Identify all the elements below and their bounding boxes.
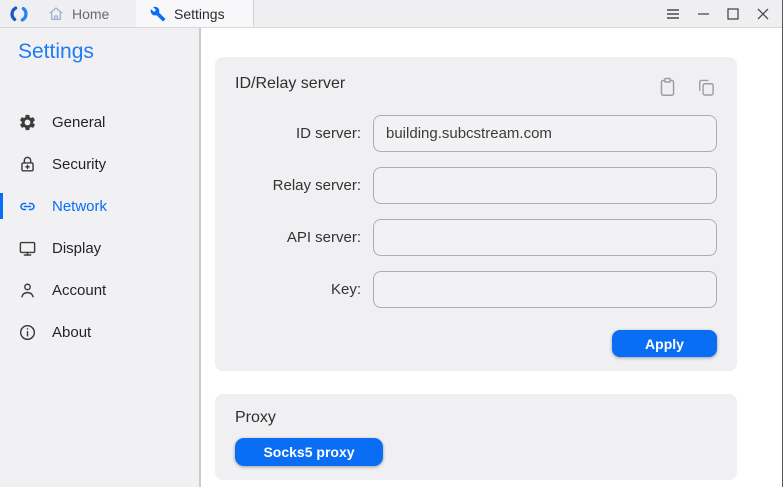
- titlebar: Home Settings: [0, 0, 782, 28]
- id-server-label: ID server:: [295, 125, 361, 142]
- sidebar-item-label: About: [52, 323, 92, 341]
- tab-home[interactable]: Home: [36, 0, 122, 27]
- paste-icon[interactable]: [656, 75, 678, 99]
- monitor-icon: [18, 239, 37, 258]
- main-content: ID/Relay server: [201, 28, 782, 487]
- sidebar-item-label: General: [52, 113, 106, 131]
- sidebar-item-network[interactable]: Network: [0, 185, 199, 227]
- sidebar-item-label: Account: [52, 281, 107, 299]
- proxy-card: Proxy Socks5 proxy: [215, 394, 737, 480]
- sidebar-item-general[interactable]: General: [0, 101, 199, 143]
- maximize-icon[interactable]: [718, 0, 748, 27]
- person-icon: [18, 281, 37, 300]
- wrench-icon: [150, 6, 166, 21]
- sidebar-nav: General Security: [0, 101, 199, 353]
- server-form: ID server: Relay server: API server: Key…: [235, 115, 717, 357]
- sidebar-item-label: Security: [52, 155, 107, 173]
- copy-icon[interactable]: [695, 75, 717, 99]
- sidebar-item-display[interactable]: Display: [0, 227, 199, 269]
- id-relay-card-title: ID/Relay server: [235, 75, 346, 92]
- key-input[interactable]: [373, 271, 717, 308]
- form-row-api-server: API server:: [235, 219, 717, 256]
- gear-icon: [18, 113, 37, 132]
- menu-icon[interactable]: [658, 0, 688, 27]
- minimize-icon[interactable]: [688, 0, 718, 27]
- window-controls: [658, 0, 782, 27]
- api-server-input[interactable]: [373, 219, 717, 256]
- tab-settings[interactable]: Settings: [136, 0, 254, 27]
- form-row-key: Key:: [235, 271, 717, 308]
- sidebar-item-about[interactable]: About: [0, 311, 199, 353]
- info-icon: [18, 323, 37, 342]
- id-relay-server-card: ID/Relay server: [215, 57, 737, 371]
- sidebar: Settings General S: [0, 28, 201, 487]
- close-icon[interactable]: [748, 0, 778, 27]
- api-server-label: API server:: [286, 229, 361, 246]
- form-row-relay-server: Relay server:: [235, 167, 717, 204]
- sidebar-item-security[interactable]: Security: [0, 143, 199, 185]
- key-label: Key:: [330, 281, 361, 298]
- app-logo-icon: [10, 6, 28, 22]
- page-title: Settings: [18, 40, 94, 63]
- id-server-input[interactable]: [373, 115, 717, 152]
- sidebar-item-account[interactable]: Account: [0, 269, 199, 311]
- lock-icon: [18, 155, 37, 174]
- tab-settings-label: Settings: [174, 5, 225, 22]
- socks5-proxy-button[interactable]: Socks5 proxy: [235, 438, 383, 466]
- home-icon: [49, 6, 63, 20]
- apply-button[interactable]: Apply: [612, 330, 717, 357]
- relay-server-label: Relay server:: [272, 177, 361, 194]
- relay-server-input[interactable]: [373, 167, 717, 204]
- proxy-card-title: Proxy: [235, 409, 276, 426]
- form-row-id-server: ID server:: [235, 115, 717, 152]
- tab-home-label: Home: [72, 5, 110, 22]
- sidebar-item-label: Network: [52, 197, 108, 215]
- sidebar-item-label: Display: [52, 239, 102, 257]
- link-icon: [18, 197, 37, 216]
